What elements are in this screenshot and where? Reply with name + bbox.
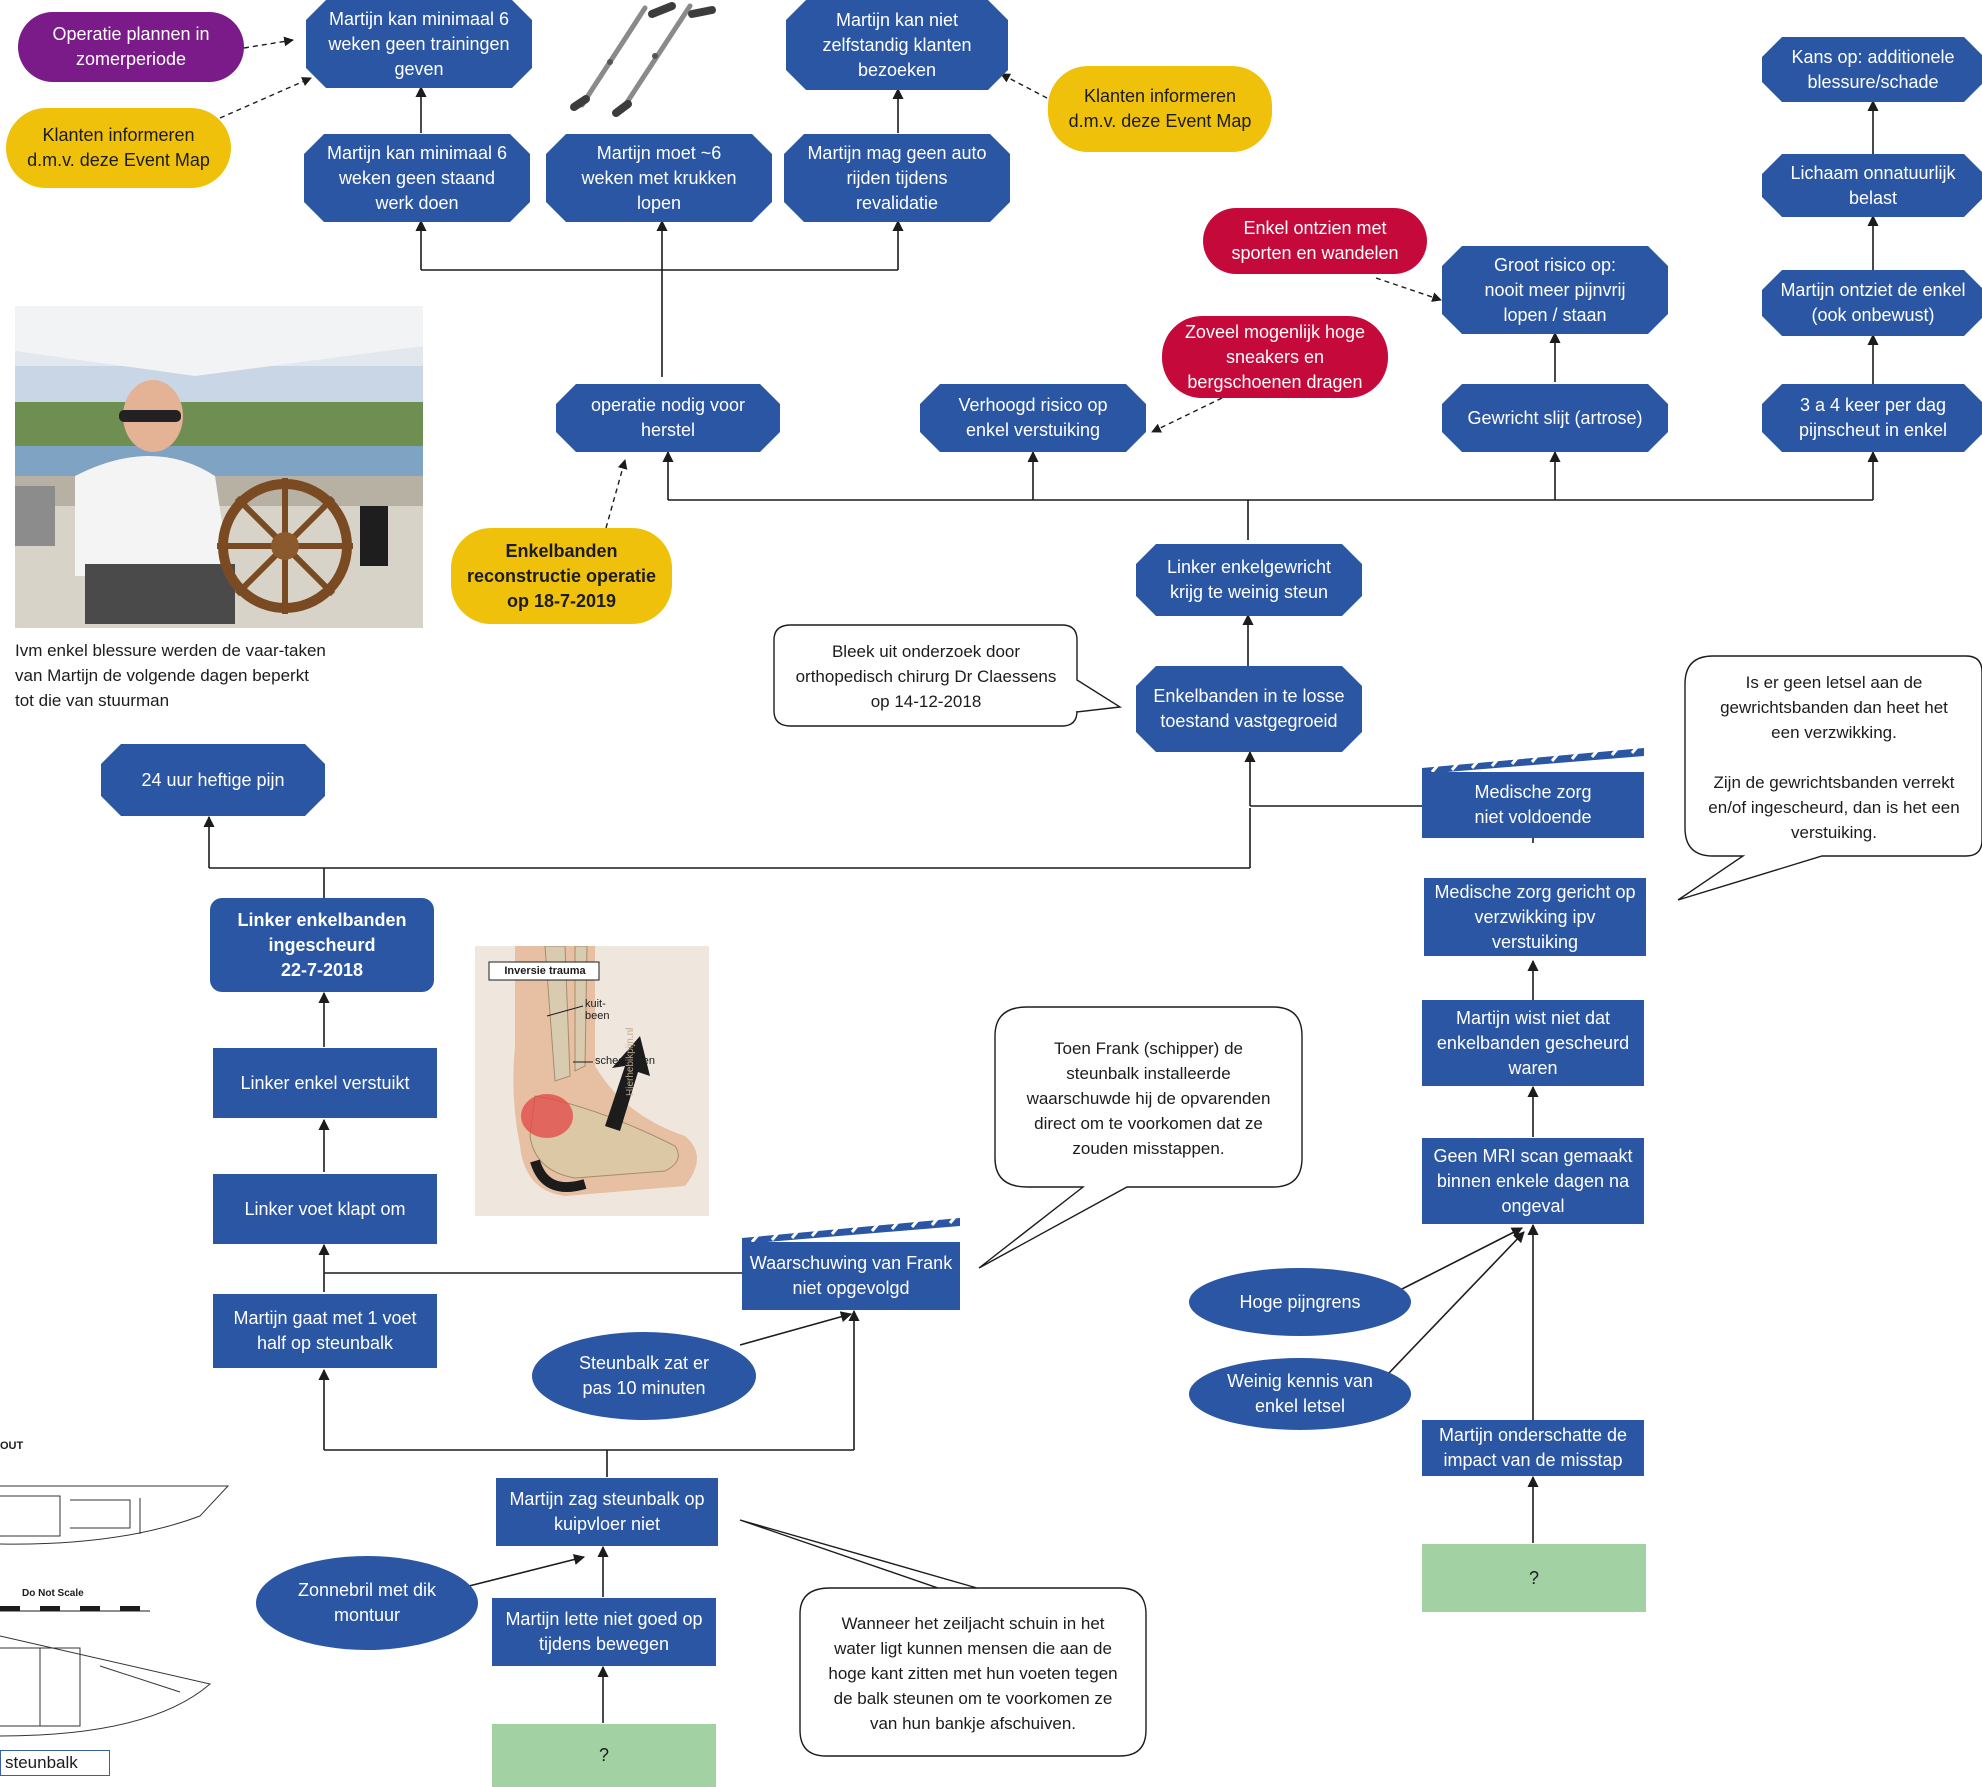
pill-klanten-info-left: Klanten informeren d.m.v. deze Event Map: [6, 108, 231, 188]
dashed-reconstructie-operatie: [605, 459, 628, 529]
callout-letsel-bubble: [1677, 655, 1982, 901]
node-medische-niet: Medische zorg niet voldoende: [1422, 772, 1644, 838]
connector-operatie-up: [421, 269, 898, 377]
ellipse-pijngrens: Hoge pijngrens: [1189, 1268, 1411, 1336]
anatomy-title: Inversie trauma: [504, 965, 586, 977]
connector-zag-bus: [324, 1449, 854, 1477]
steunbalk-label: steunbalk: [0, 1750, 110, 1776]
dashed-sneakers-verhoogd: [1151, 397, 1223, 433]
callout-frank-text: Toen Frank (schipper) de steunbalk insta…: [1026, 1038, 1271, 1158]
node-pijnscheut: 3 a 4 keer per dag pijnscheut in enkel: [1762, 384, 1982, 452]
arrow-kennis-mri: [1387, 1231, 1525, 1375]
node-klanten-niet: Martijn kan niet zelfstandig klanten bez…: [786, 0, 1008, 90]
pill-operatie-plannen: Operatie plannen in zomerperiode: [18, 12, 244, 82]
node-zag-steunbalk: Martijn zag steunbalk op kuipvloer niet: [496, 1478, 718, 1546]
boat-layout-drawing: OUT Do Not Scale: [0, 1436, 240, 1787]
node-medische-gericht: Medische zorg gericht op verzwikking ipv…: [1424, 878, 1646, 956]
ellipse-zonnebril: Zonnebril met dik montuur: [256, 1556, 478, 1650]
node-kans-blessure: Kans op: additionele blessure/schade: [1762, 37, 1982, 102]
node-staand-werk: Martijn kan minimaal 6 weken geen staand…: [304, 134, 530, 222]
dashed-klanten-training: [219, 77, 312, 119]
dashed-klanten-klanten: [1000, 73, 1048, 99]
anatomy-kuitbeen-label: kuit- been: [585, 998, 610, 1022]
ankle-anatomy-image: Inversie trauma kuit- been scheenbeen Hi…: [475, 946, 709, 1216]
boat-corner-label: OUT: [0, 1440, 24, 1452]
node-half-steunbalk: Martijn gaat met 1 voet half op steunbal…: [213, 1294, 437, 1368]
node-gewricht-slijt: Gewricht slijt (artrose): [1442, 384, 1668, 452]
node-heftige-pijn: 24 uur heftige pijn: [101, 744, 325, 816]
node-question-left: ?: [492, 1724, 716, 1787]
dashed-operatieplannen-training: [243, 36, 294, 49]
callout-onderzoek-text: Bleek uit onderzoek door orthopedisch ch…: [795, 641, 1057, 711]
hatch-cap-waarschuwing: [742, 1215, 960, 1244]
node-onnatuurlijk: Lichaam onnatuurlijk belast: [1762, 154, 1982, 217]
pill-klanten-info-right: Klanten informeren d.m.v. deze Event Map: [1048, 66, 1272, 152]
callout-letsel-text: Is er geen letsel aan de gewrichtsbanden…: [1708, 672, 1960, 842]
node-weinig-steun: Linker enkelgewricht krijg te weinig ste…: [1136, 544, 1362, 616]
node-auto: Martijn mag geen auto rijden tijdens rev…: [784, 134, 1010, 222]
pill-enkel-ontzien: Enkel ontzien met sporten en wandelen: [1203, 208, 1427, 274]
node-mri: Geen MRI scan gemaakt binnen enkele dage…: [1422, 1138, 1644, 1224]
node-wist-niet: Martijn wist niet dat enkelbanden gesche…: [1422, 1000, 1644, 1086]
arrow-steunbalk10-waarschuwing: [739, 1311, 853, 1346]
callout-zeiljacht-text: Wanneer het zeiljacht schuin in het wate…: [828, 1613, 1118, 1733]
node-question-right: ?: [1422, 1544, 1646, 1612]
callout-frank-bubble: [978, 1006, 1303, 1269]
callout-zeiljacht-bubble: [739, 1519, 1147, 1757]
node-onderschatte: Martijn onderschatte de impact van de mi…: [1422, 1420, 1644, 1476]
node-waarschuwing: Waarschuwing van Frank niet opgevolgd: [742, 1242, 960, 1310]
callout-onderzoek-bubble: [773, 624, 1123, 727]
arrow-pijngrens-mri: [1399, 1227, 1523, 1291]
node-voet-klapt: Linker voet klapt om: [213, 1174, 437, 1244]
pill-sneakers: Zoveel mogenlijk hoge sneakers en bergsc…: [1162, 316, 1388, 398]
node-ingescheurd: Linker enkelbanden ingescheurd 22-7-2018: [210, 898, 434, 992]
anatomy-watermark: Hierhebikpijn.nl: [625, 1027, 636, 1096]
arrow-zonnebril-zag: [464, 1554, 586, 1588]
node-groot-risico: Groot risico op: nooit meer pijnvrij lop…: [1442, 246, 1668, 334]
connector-ingescheurd-bus: [209, 805, 1422, 898]
node-krukken: Martijn moet ~6 weken met krukken lopen: [546, 134, 772, 222]
anatomy-scheenbeen-label: scheenbeen: [595, 1055, 655, 1067]
node-training: Martijn kan minimaal 6 weken geen traini…: [306, 0, 532, 88]
connector-weinigsteun-bus: [668, 499, 1873, 540]
dashed-ontzien-risico: [1375, 277, 1442, 302]
node-lette-niet: Martijn lette niet goed op tijdens beweg…: [492, 1598, 716, 1666]
photo-caption: Ivm enkel blessure werden de vaar-taken …: [15, 641, 326, 710]
node-ontziet: Martijn ontziet de enkel (ook onbewust): [1762, 270, 1982, 336]
crutches-icon: [570, 2, 716, 117]
node-operatie-nodig: operatie nodig voor herstel: [556, 384, 780, 452]
pill-reconstructie: Enkelbanden reconstructie operatie op 18…: [451, 528, 672, 624]
node-verstuikt: Linker enkel verstuikt: [213, 1048, 437, 1118]
ellipse-steunbalk-10: Steunbalk zat er pas 10 minuten: [532, 1332, 756, 1420]
boat-helm-photo: [15, 306, 423, 628]
boat-scale-label: Do Not Scale: [22, 1588, 84, 1599]
ellipse-weinig-kennis: Weinig kennis van enkel letsel: [1189, 1358, 1411, 1430]
node-losse-toestand: Enkelbanden in te losse toestand vastgeg…: [1136, 666, 1362, 752]
hatch-cap-medische: [1422, 745, 1644, 774]
node-verhoogd-risico: Verhoogd risico op enkel verstuiking: [920, 384, 1146, 452]
